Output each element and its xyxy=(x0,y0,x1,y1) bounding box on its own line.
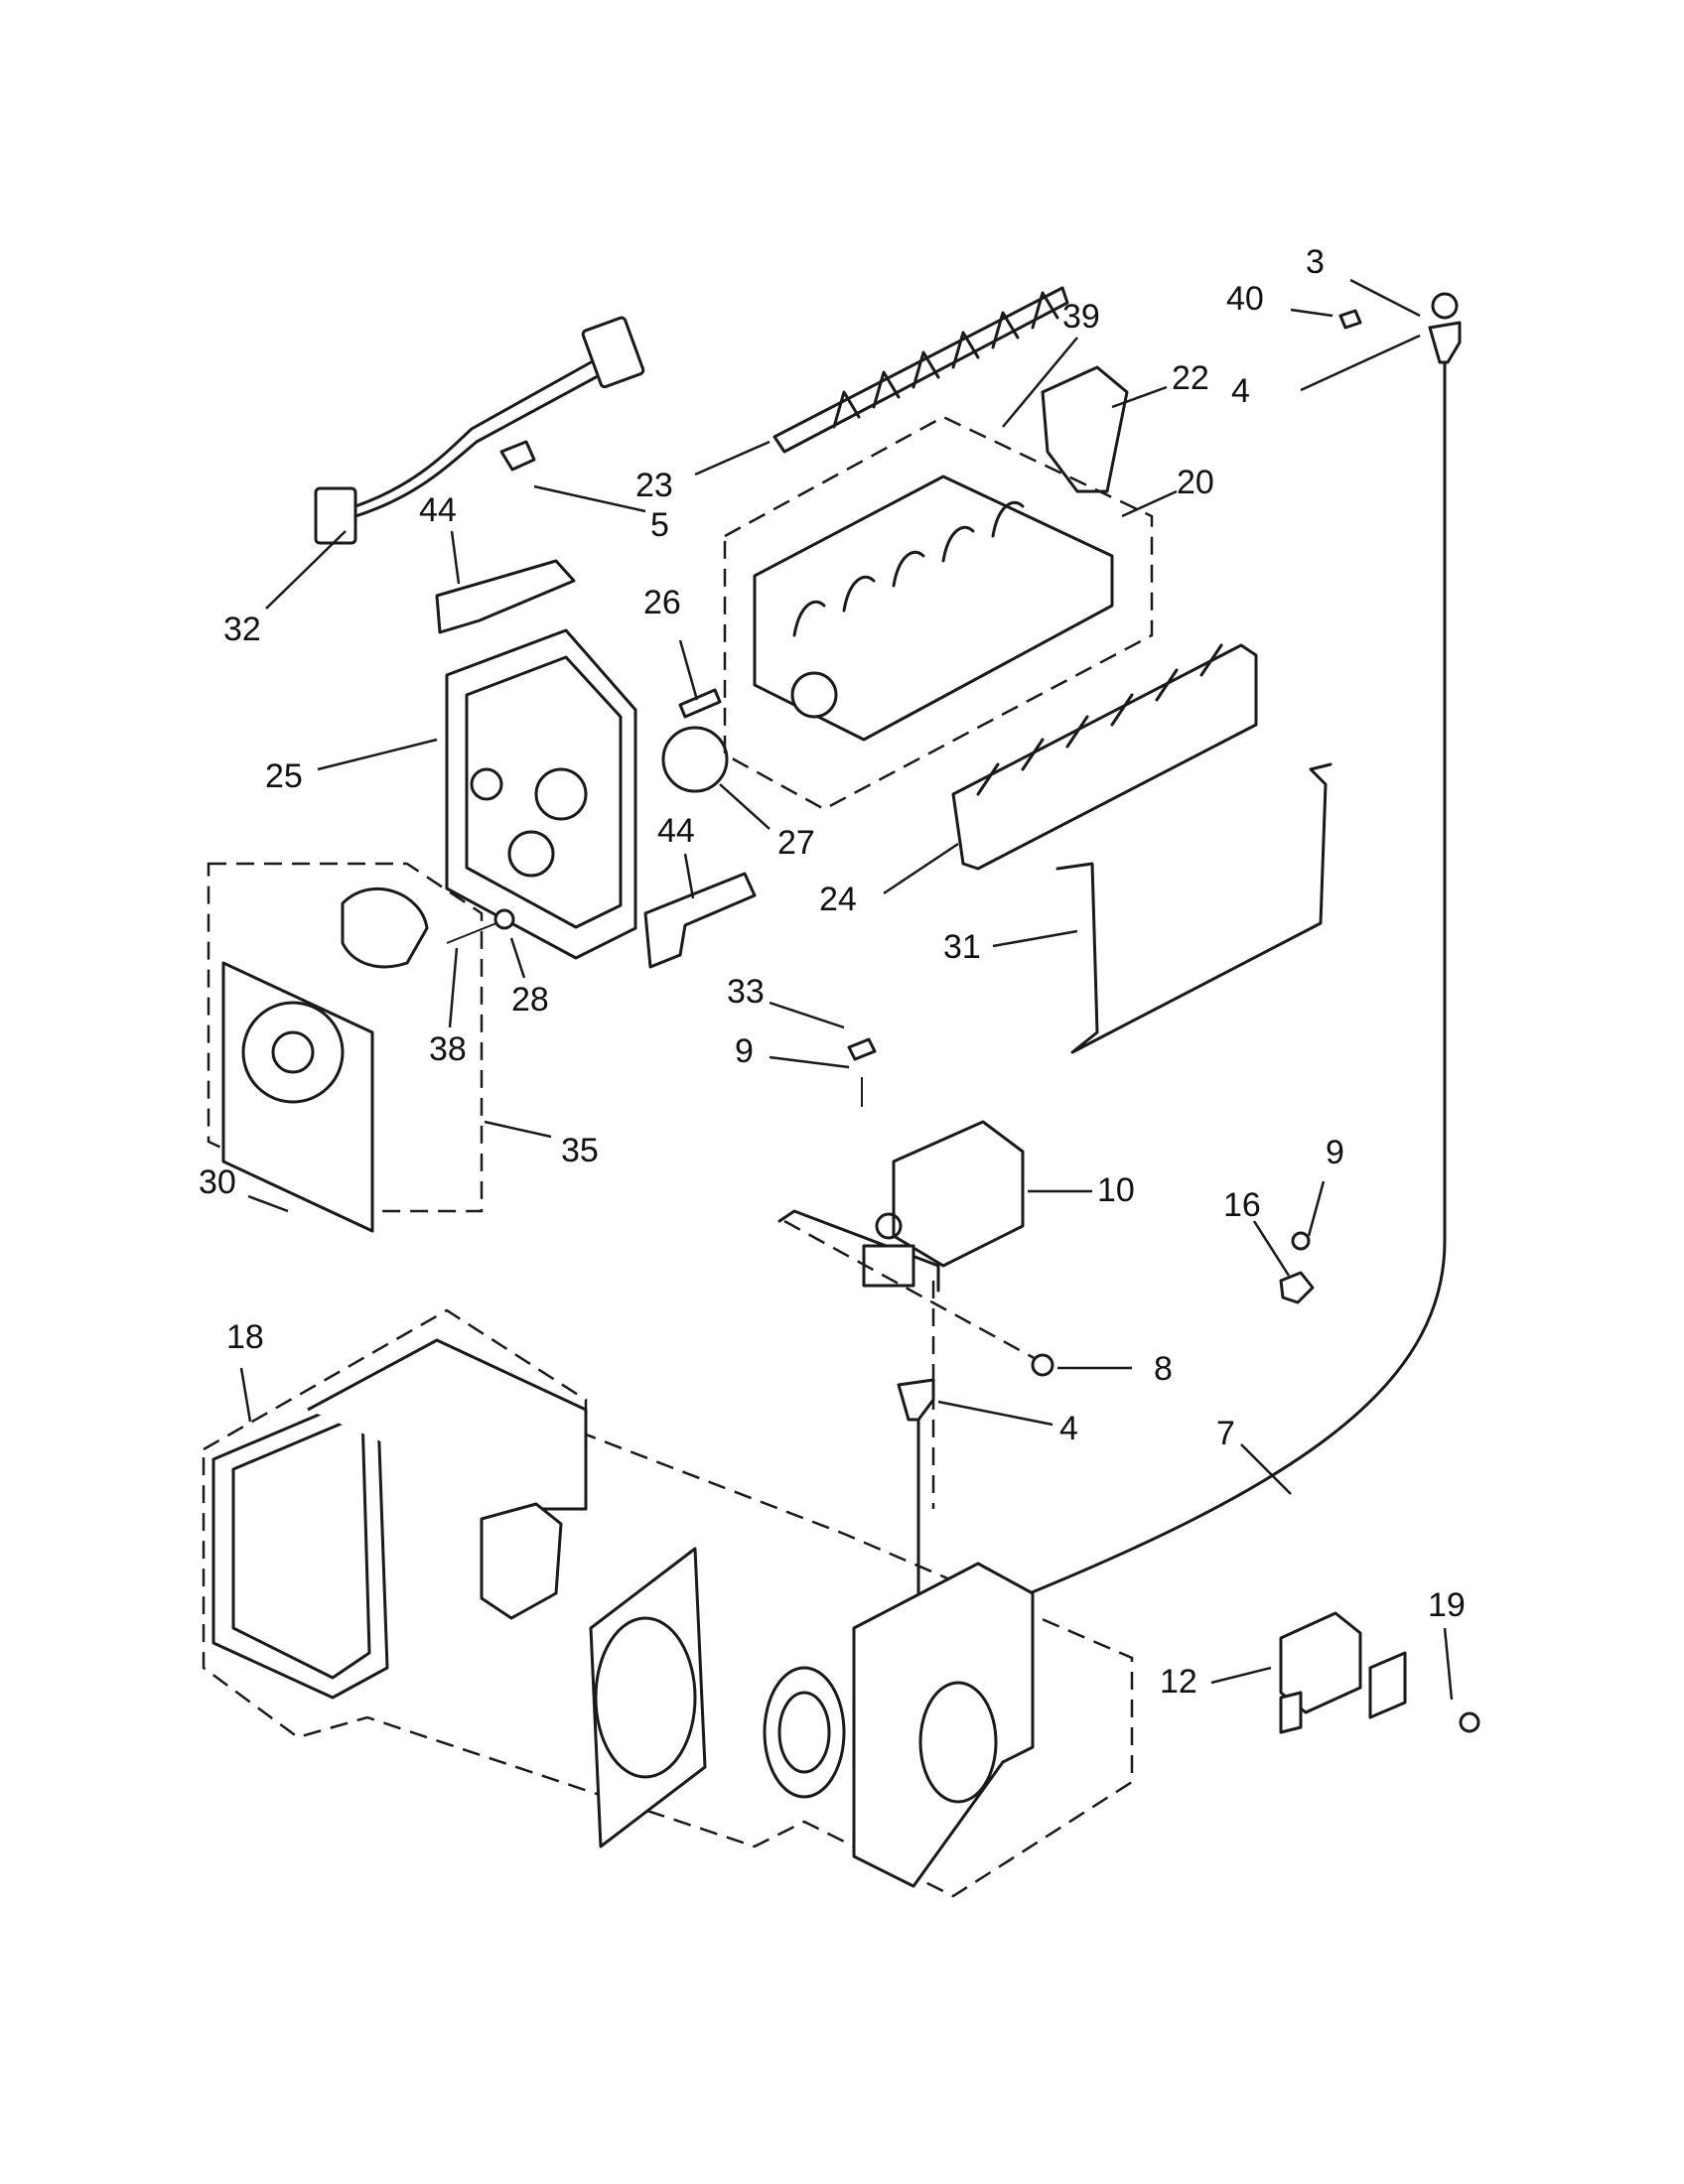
fan-assembly-box xyxy=(202,1308,1134,1898)
callout-27: 27 xyxy=(777,824,815,862)
callout-44b: 44 xyxy=(657,812,695,850)
callout-10: 10 xyxy=(1097,1171,1135,1209)
callout-9b: 9 xyxy=(1326,1134,1344,1171)
mold-box xyxy=(723,415,1154,811)
callout-33: 33 xyxy=(727,973,765,1011)
wire-harness xyxy=(314,316,645,545)
callout-16: 16 xyxy=(1223,1186,1261,1224)
callout-3: 3 xyxy=(1306,243,1325,281)
module-housing xyxy=(445,628,637,960)
fitting xyxy=(897,1378,935,1422)
callout-30: 30 xyxy=(199,1163,236,1201)
callout-25: 25 xyxy=(265,757,303,795)
callout-22: 22 xyxy=(1172,359,1209,397)
callout-8: 8 xyxy=(1154,1350,1173,1388)
callout-5: 5 xyxy=(650,506,669,544)
callout-39: 39 xyxy=(1062,298,1100,336)
stripper xyxy=(951,643,1258,871)
callout-7: 7 xyxy=(1216,1415,1235,1452)
callout-32: 32 xyxy=(223,611,261,648)
water-valve xyxy=(777,1120,1025,1293)
fan-assembly xyxy=(211,1338,1035,1888)
callout-26: 26 xyxy=(643,584,681,621)
callout-20: 20 xyxy=(1177,464,1214,501)
bracket-upper xyxy=(435,559,576,634)
leader-lines xyxy=(239,278,1454,1701)
ejector xyxy=(772,286,1069,454)
motor-assembly xyxy=(221,887,429,1233)
thermostat xyxy=(661,726,729,793)
callout-4: 4 xyxy=(1231,372,1250,410)
inlet-valve xyxy=(1279,1611,1407,1734)
callout-4b: 4 xyxy=(1059,1410,1078,1447)
shutoff-arm xyxy=(1055,762,1333,1054)
callout-labels: 3 40 4 39 22 23 5 20 44 32 26 25 27 44 2… xyxy=(199,243,1466,1701)
bracket-lower xyxy=(643,872,757,969)
callout-38: 38 xyxy=(429,1030,467,1068)
callout-35: 35 xyxy=(561,1132,599,1169)
callout-12: 12 xyxy=(1160,1663,1197,1701)
callout-19: 19 xyxy=(1428,1586,1466,1624)
mold xyxy=(753,475,1114,742)
callout-40: 40 xyxy=(1226,280,1264,318)
cover xyxy=(1041,365,1129,493)
callout-44: 44 xyxy=(419,491,457,529)
callout-28: 28 xyxy=(511,981,549,1019)
screw xyxy=(446,922,497,944)
callout-9: 9 xyxy=(735,1032,754,1070)
clip xyxy=(678,688,722,719)
callout-23: 23 xyxy=(635,467,673,504)
callout-31: 31 xyxy=(943,928,981,966)
callout-18: 18 xyxy=(226,1318,264,1356)
callout-24: 24 xyxy=(819,881,857,918)
